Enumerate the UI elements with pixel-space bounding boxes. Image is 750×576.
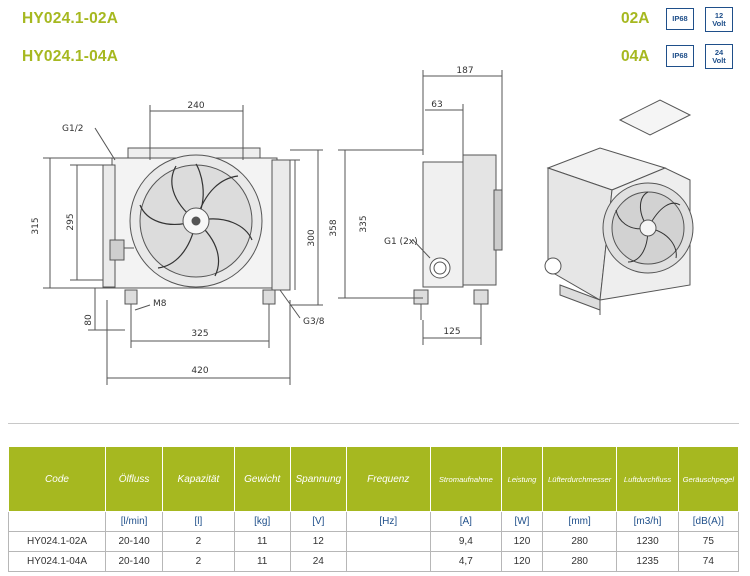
ip-badge-02a: IP68 [666,8,694,30]
table-cell: 280 [541,531,618,552]
ip-badge-04a: IP68 [666,45,694,67]
unit-cell: [l/min] [104,511,164,532]
technical-drawing: 240 G1/2 315 295 80 M8 325 420 300 358 G… [31,66,694,385]
dim-125: 125 [443,327,460,337]
unit-cell: [kg] [233,511,291,532]
dim-295: 295 [66,213,76,230]
header-stromaufnahme: Stromaufnahme [429,446,503,512]
header-spannung: Spannung [289,446,347,512]
table-cell: 12 [289,531,347,552]
header-kapazitaet: Kapazität [162,446,235,512]
table-cell: 2 [162,551,235,572]
table-cell: HY024.1-02A [8,531,106,552]
variant-code-02a: 02A [621,10,650,27]
model-name-02a: HY024.1-02A [22,10,119,27]
unit-cell: [mm] [541,511,618,532]
isometric-view [544,99,694,315]
table-cell: 120 [501,551,543,572]
dim-420: 420 [191,366,208,376]
variant-code-04a: 04A [621,48,650,65]
table-cell: 1235 [616,551,679,572]
dim-358: 358 [329,219,339,236]
unit-cell: [V] [289,511,347,532]
table-cell [345,531,431,552]
dim-315: 315 [31,217,41,234]
table-cell: 120 [501,531,543,552]
unit-cell: [W] [501,511,543,532]
dim-g1: G1 (2x) [384,237,418,247]
header-geraeuschpegel: Geräuschpegel [677,446,740,512]
dim-g38: G3/8 [303,317,325,327]
divider [8,423,739,424]
dim-63: 63 [431,100,442,110]
table-cell: 1230 [616,531,679,552]
unit-cell: [m3/h] [616,511,679,532]
table-cell: HY024.1-04A [8,551,106,572]
side-view [338,70,503,345]
table-cell: 20-140 [104,551,164,572]
table-units-row: [l/min] [l] [kg] [V] [Hz] [A] [W] [mm] [… [8,511,740,532]
header-luftdurchfluss: Luftdurchfluss [616,446,679,512]
table-cell: 20-140 [104,531,164,552]
dim-187: 187 [456,66,473,76]
spec-table: Code Ölfluss Kapazität Gewicht Spannung … [8,446,740,572]
header-leistung: Leistung [501,446,543,512]
table-cell: 74 [677,551,740,572]
table-cell: 11 [233,551,291,572]
table-cell: 24 [289,551,347,572]
front-view [43,105,323,385]
table-cell: 75 [677,531,740,552]
dim-240: 240 [187,101,204,111]
header-gewicht: Gewicht [233,446,291,512]
table-cell [345,551,431,572]
header-oelfluss: Ölfluss [104,446,164,512]
table-row: HY024.1-04A 20-140 2 11 24 4,7 120 280 1… [8,551,740,572]
unit-cell: [Hz] [345,511,431,532]
unit-cell: [A] [429,511,503,532]
table-cell: 11 [233,531,291,552]
header-frequenz: Frequenz [345,446,431,512]
dim-g12: G1/2 [62,124,83,134]
table-cell: 280 [541,551,618,572]
header-code: Code [8,446,106,512]
table-cell: 9,4 [429,531,503,552]
dim-300: 300 [307,229,317,246]
dim-80: 80 [84,314,94,326]
unit-cell: [dB(A)] [677,511,740,532]
table-cell: 4,7 [429,551,503,572]
table-cell: 2 [162,531,235,552]
table-header-row: Code Ölfluss Kapazität Gewicht Spannung … [8,446,740,512]
dim-325: 325 [191,329,208,339]
unit-cell: [l] [162,511,235,532]
dim-335: 335 [359,215,369,232]
header-luefterdurchmesser: Lüfterdurchmesser [541,446,618,512]
table-row: HY024.1-02A 20-140 2 11 12 9,4 120 280 1… [8,531,740,552]
dim-m8: M8 [153,299,167,309]
unit-cell [8,511,106,532]
model-name-04a: HY024.1-04A [22,48,119,65]
